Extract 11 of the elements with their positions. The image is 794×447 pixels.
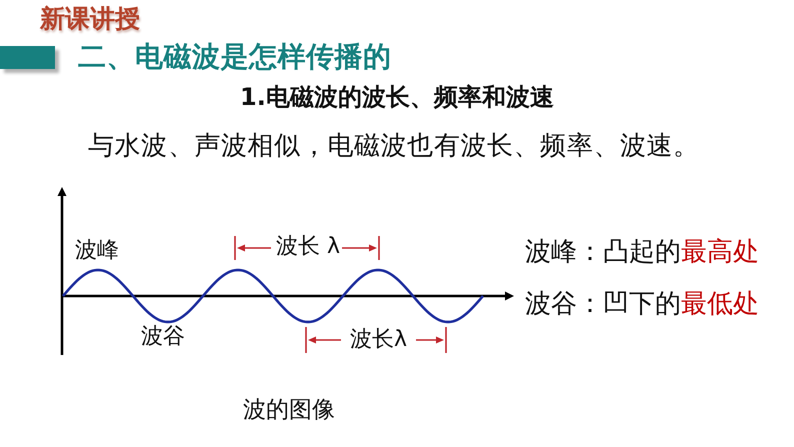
definition-text: 波峰：凸起的最高处 [525, 237, 759, 268]
section-title: 新课讲授 [40, 4, 140, 34]
subheading: 1.电磁波的波长、频率和波速 [240, 83, 554, 112]
peak-label: 波峰 [75, 238, 119, 264]
dimension-label: 波长 λ [276, 234, 340, 260]
definition-text: 波谷：凹下的最低处 [525, 289, 759, 320]
heading: 二、电磁波是怎样传播的 [78, 40, 392, 74]
intro-text: 与水波、声波相似，电磁波也有波长、频率、波速。 [88, 131, 700, 162]
dimension-label: 波长λ [350, 327, 408, 354]
caption: 波的图像 [243, 397, 335, 425]
trough-label: 波谷 [141, 324, 185, 350]
